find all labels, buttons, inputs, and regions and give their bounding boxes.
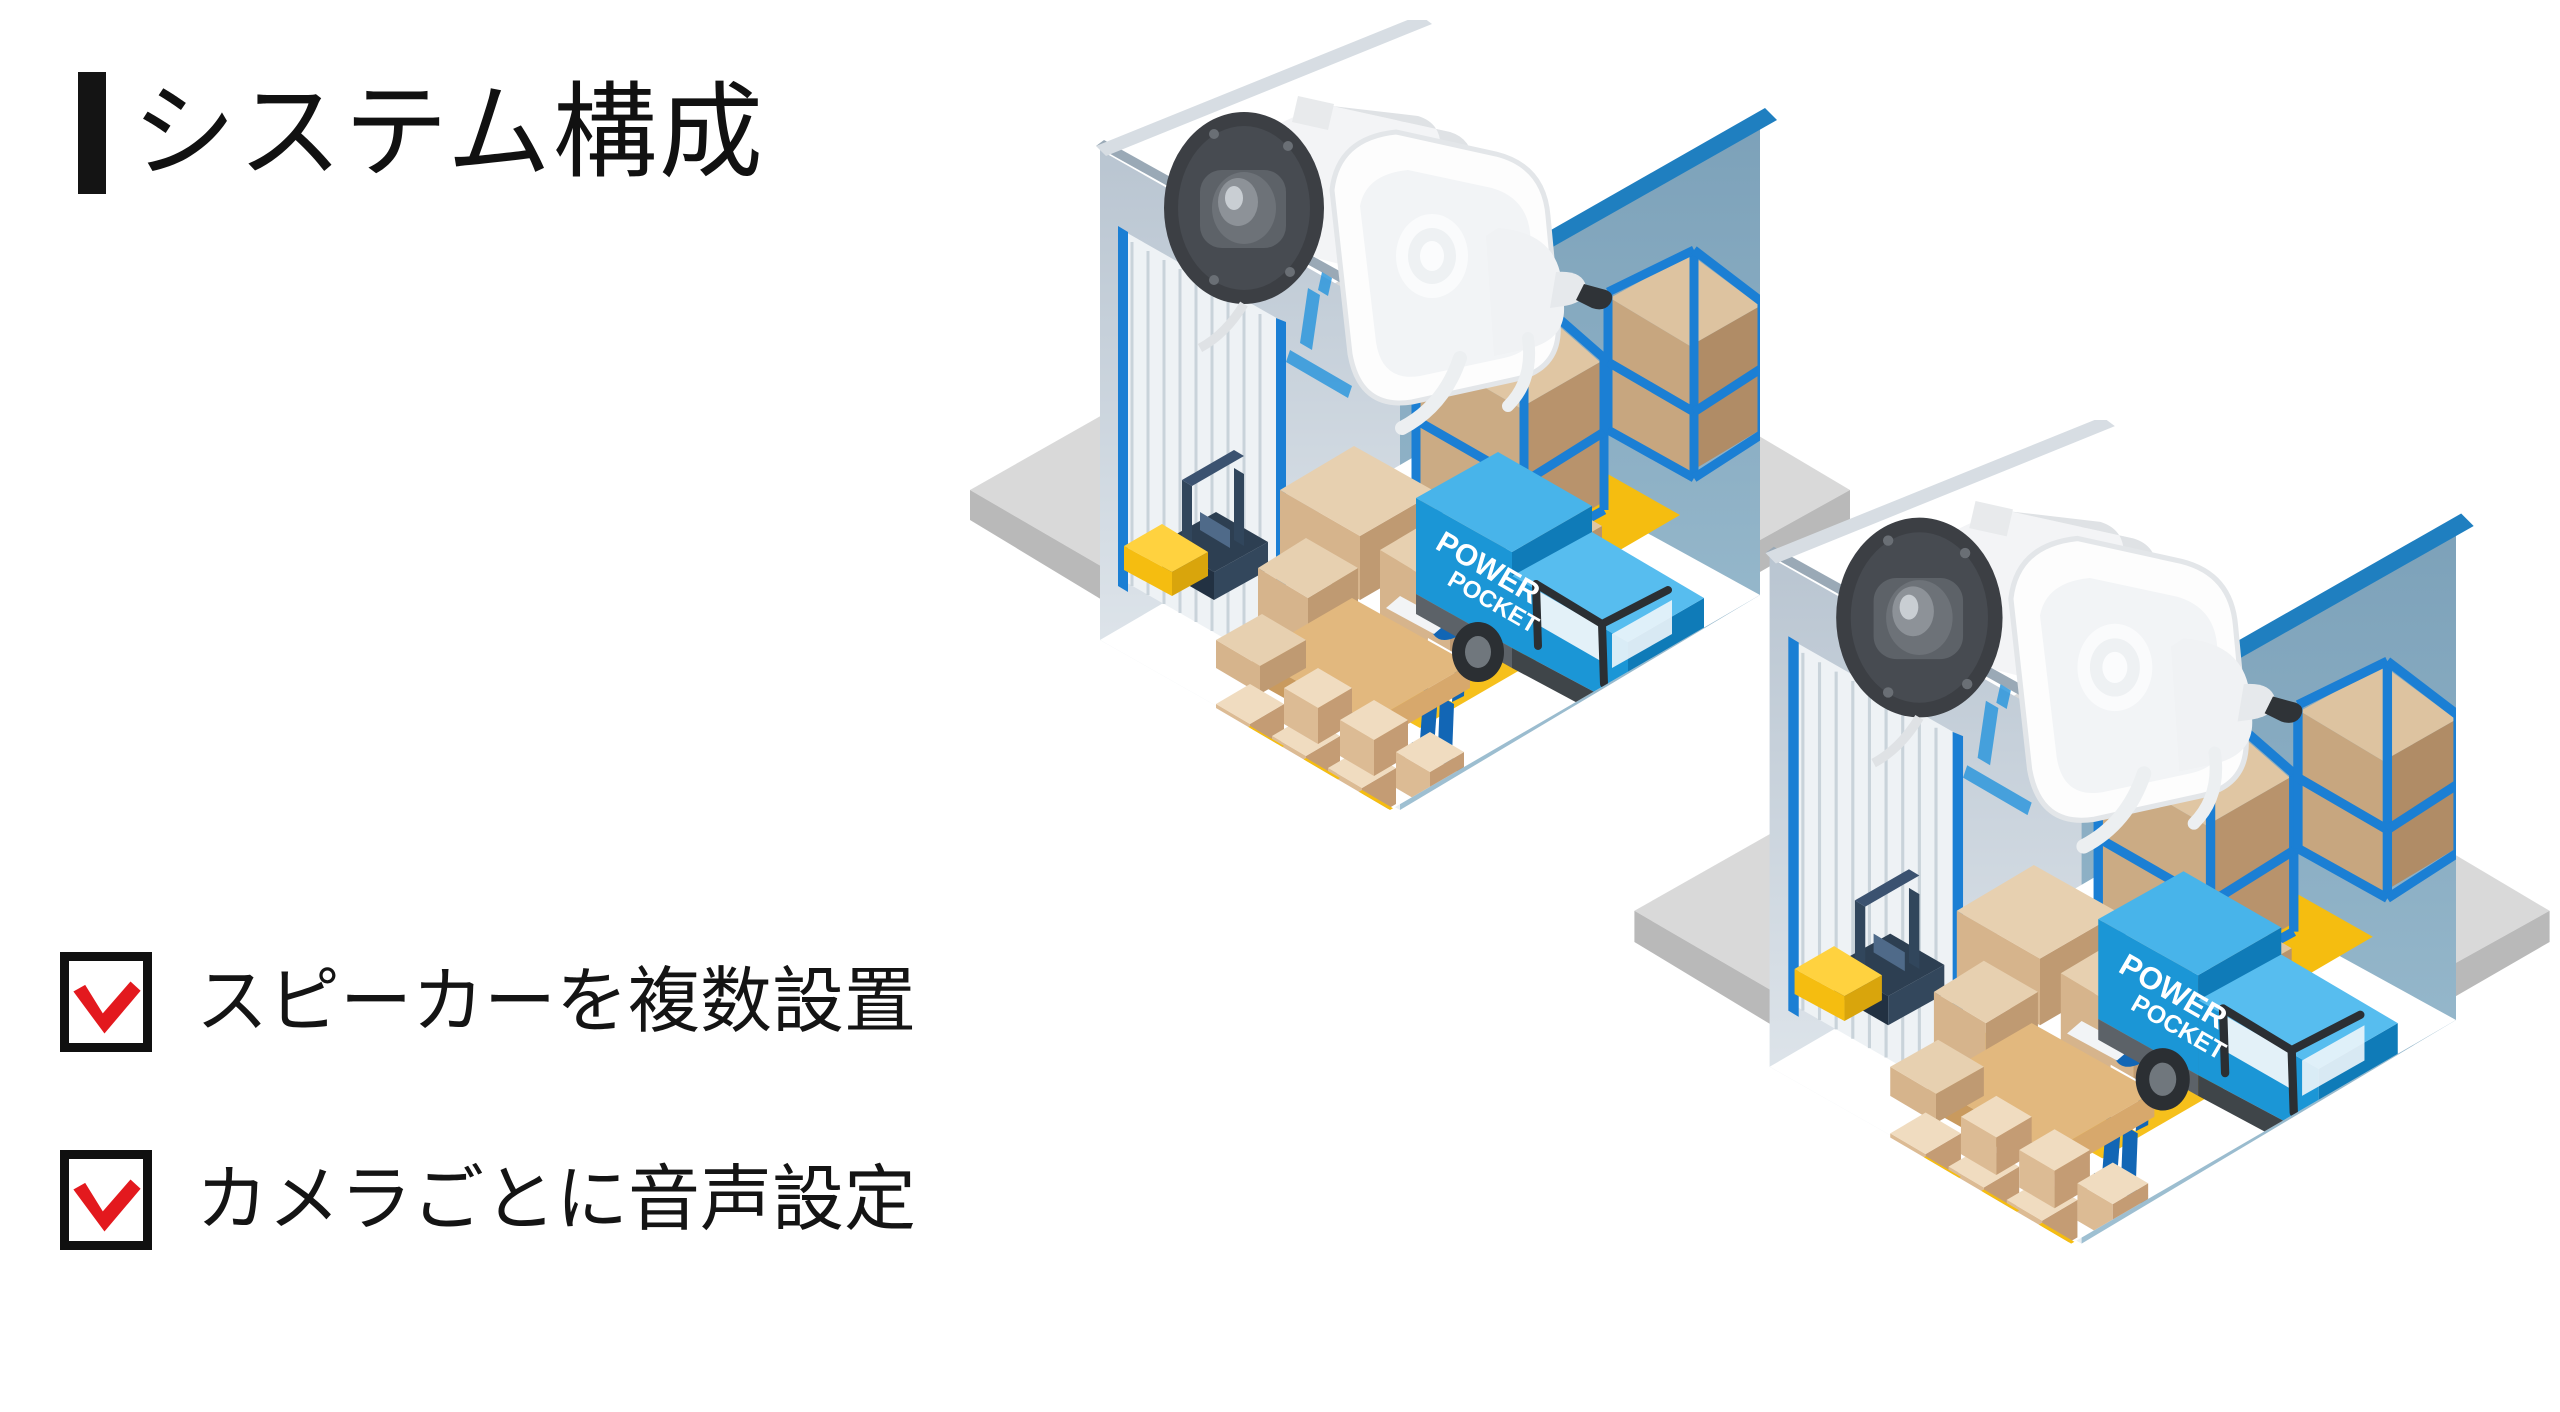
check-item-1[interactable]: スピーカーを複数設置 <box>60 952 916 1052</box>
forklift <box>1124 450 1268 600</box>
checkmark-icon <box>73 1179 141 1232</box>
warehouse-scene-2: POWER POCKET <box>1634 416 2550 1244</box>
warehouse-scene-1: POWER POCKET <box>970 15 1850 810</box>
warehouse-diagram-1: POWER POCKET <box>860 15 1860 920</box>
checkmark-icon <box>73 981 141 1034</box>
warehouse-diagram-2: POWER POCKET <box>1520 416 2560 1360</box>
check-item-2-label: カメラごとに音声設定 <box>196 1160 917 1240</box>
forklift <box>1794 869 1945 1026</box>
check-item-2[interactable]: カメラごとに音声設定 <box>60 1150 916 1250</box>
title-accent-bar <box>78 72 106 194</box>
page-title: システム構成 <box>132 75 765 191</box>
check-item-1-label: スピーカーを複数設置 <box>196 962 917 1042</box>
speaker-icon <box>2008 535 2303 854</box>
checkbox-1[interactable] <box>60 952 152 1052</box>
checkbox-2[interactable] <box>60 1150 152 1250</box>
speaker-icon <box>1329 129 1613 435</box>
page-title-block: システム構成 <box>78 72 765 194</box>
checklist: スピーカーを複数設置 カメラごとに音声設定 <box>60 952 916 1250</box>
